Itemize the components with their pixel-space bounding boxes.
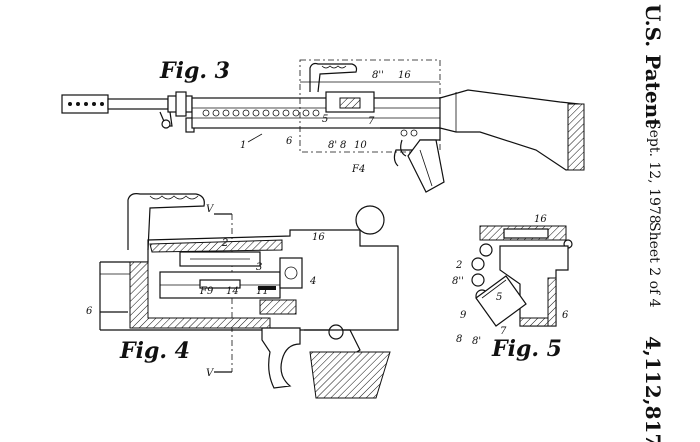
fig5-ref-8pp: 8''	[452, 276, 464, 287]
fig4-ref-V-bottom: V	[206, 368, 215, 379]
fig4-ref-4: 4	[309, 276, 316, 287]
fig5-ref-8: 8	[456, 334, 462, 345]
fig3-trigger-group	[380, 127, 445, 193]
fig4-ref-6: 6	[86, 306, 93, 317]
fig3-ref-8pp: 8''	[372, 70, 384, 81]
fig3-ref-1: 1	[240, 140, 246, 151]
figure-5: 16 2 8'' 5 9 7 8 8' 6 Fig. 5	[452, 214, 573, 362]
fig4-ref-16: 16	[312, 232, 325, 243]
fig4-ref-3: 3	[256, 262, 262, 273]
fig4-ref-2: 2	[221, 238, 228, 249]
fig3-stock	[439, 89, 585, 171]
fig5-cartridge	[475, 275, 527, 327]
fig4-ref-F9: F9	[199, 286, 214, 297]
fig3-muzzle	[61, 94, 109, 114]
fig5-ref-9: 9	[460, 310, 467, 321]
fig3-ref-5: 5	[322, 114, 328, 125]
fig3-ref-F4: F4	[351, 164, 365, 175]
fig5-ref-8p: 8'	[472, 336, 481, 347]
fig4-ref-14: 14	[226, 286, 239, 297]
fig5-top-cover	[479, 225, 573, 249]
fig4-trigger	[261, 327, 391, 399]
patent-header: U.S. Patent Sept. 12, 1978 Sheet 2 of 4 …	[641, 4, 665, 442]
fig3-barrel	[107, 91, 195, 133]
fig3-caption: Fig. 3	[159, 58, 230, 84]
fig5-caption: Fig. 5	[491, 336, 562, 362]
header-patent-number: 4,112,817	[641, 336, 665, 442]
header-date: Sept. 12, 1978	[646, 120, 662, 224]
fig5-receiver-section	[499, 245, 569, 327]
fig5-ref-16: 16	[534, 214, 547, 225]
figure-4: V V	[86, 193, 399, 399]
fig4-ref-11: 11	[256, 286, 269, 297]
fig5-ref-6: 6	[562, 310, 569, 321]
fig4-receiver-body	[99, 205, 399, 340]
fig4-carrying-handle	[127, 193, 205, 251]
fig3-ref-10: 10	[354, 140, 367, 151]
fig4-ref-V-top: V	[206, 204, 215, 215]
fig5-ref-7: 7	[500, 326, 507, 337]
fig3-ref-6: 6	[286, 136, 293, 147]
fig5-ref-5: 5	[496, 292, 502, 303]
fig3-leader-1	[247, 133, 263, 143]
header-sheet: Sheet 2 of 4	[646, 222, 662, 308]
fig4-housing-section	[129, 239, 297, 329]
header-office: U.S. Patent	[641, 4, 665, 128]
fig3-ref-8p: 8'	[328, 140, 337, 151]
fig3-ref-16: 16	[398, 70, 411, 81]
fig3-ref-7: 7	[368, 116, 375, 127]
fig4-bolt-mechanism	[159, 251, 303, 299]
fig4-caption: Fig. 4	[119, 338, 190, 364]
figure-3: 1 6 5 7 8' 8 10 8'' 16 F4 Fig. 3	[61, 58, 585, 193]
fig3-ref-8: 8	[340, 140, 346, 151]
fig5-ref-2: 2	[455, 260, 462, 271]
fig3-receiver	[191, 59, 453, 153]
fig3-cooling-holes	[202, 109, 320, 117]
